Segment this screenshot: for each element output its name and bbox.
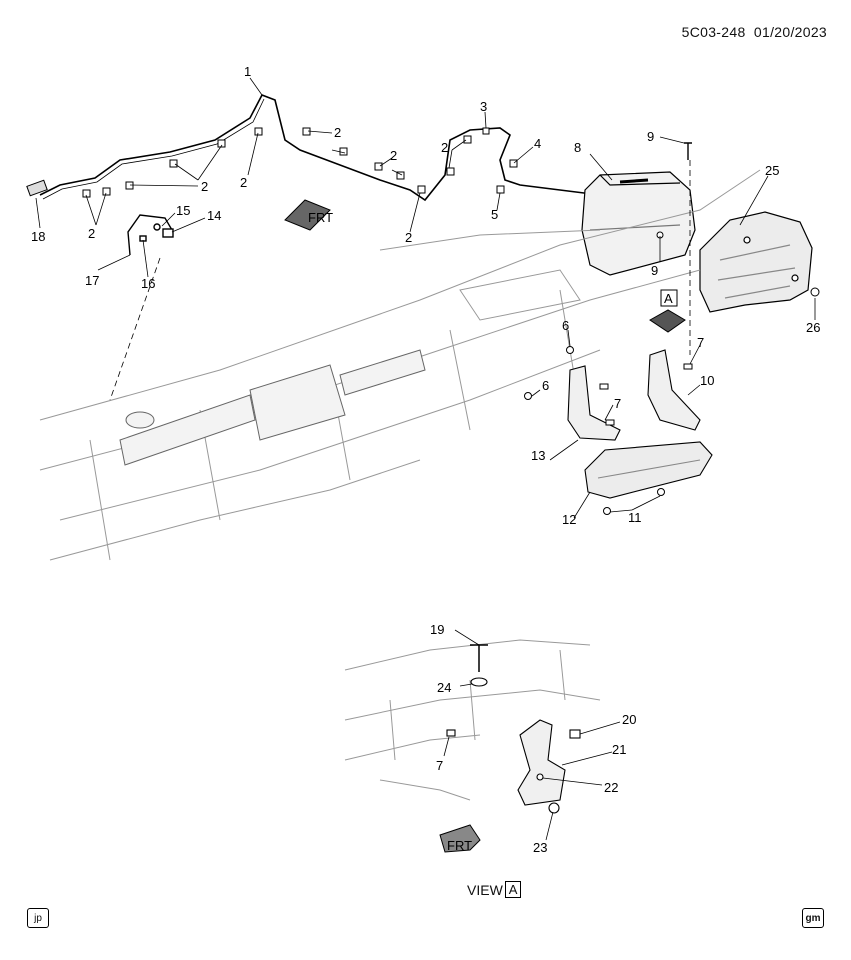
callout-numbers: 1 2 2 2 2 2 2 2 3 4 5 6 6 7 7 7 8 9 9 10… [31,64,820,855]
callout-5: 5 [491,207,498,222]
callout-23: 23 [533,840,547,855]
view-a-marker: A [664,291,673,306]
callout-14: 14 [207,208,221,223]
skid-fasteners [524,346,693,515]
heat-shield [699,211,813,313]
callout-7b: 7 [614,396,621,411]
front-direction-arrow: FRT [284,199,333,231]
front-arrow-label: FRT [308,210,333,225]
tank-fasteners [656,142,820,297]
exhaust-system [119,349,426,466]
callout-17: 17 [85,273,99,288]
skid-bracket-left [567,365,621,441]
callout-18: 18 [31,229,45,244]
callout-19: 19 [430,622,444,637]
view-caption-text: VIEW [467,881,503,898]
callout-7a: 7 [697,335,704,350]
view-caption-ref: A [504,881,522,898]
callout-8: 8 [574,140,581,155]
callout-24: 24 [437,680,451,695]
callout-9b: 9 [651,263,658,278]
view-a-arrow: A [649,289,686,333]
view-a-caption: VIEW A [467,881,522,898]
line-connector [26,179,48,197]
callout-20: 20 [622,712,636,727]
def-line-assembly [39,93,601,202]
callout-2b: 2 [390,148,397,163]
callout-6a: 6 [562,318,569,333]
callout-10: 10 [700,373,714,388]
doc-number: 5C03-248 [681,24,746,40]
view-a-detail: FRT [344,639,601,853]
vehicle-frame [39,169,761,561]
callout-26: 26 [806,320,820,335]
callout-16: 16 [141,276,155,291]
callout-2c: 2 [201,179,208,194]
callout-13: 13 [531,448,545,463]
callout-4: 4 [534,136,541,151]
callout-21: 21 [612,742,626,757]
doc-date: 01/20/2023 [753,24,827,40]
diagram-id: 5C03-248 01/20/2023 [682,24,827,40]
line-clips [82,127,518,198]
sensor-bracket [127,214,174,256]
view-a-front-arrow: FRT [439,824,481,853]
callout-25: 25 [765,163,779,178]
callout-6b: 6 [542,378,549,393]
skid-plate [584,441,713,499]
view-a-bracket [517,719,566,806]
gm-logo-badge: gm [802,908,824,928]
callout-2a: 2 [334,125,341,140]
def-tank [581,171,696,276]
callout-15: 15 [176,203,190,218]
callout-22: 22 [604,780,618,795]
skid-bracket-right [647,349,701,431]
jp-badge: jp [27,908,49,928]
callout-3: 3 [480,99,487,114]
callout-9a: 9 [647,129,654,144]
callout-2f: 2 [441,140,448,155]
callout-12: 12 [562,512,576,527]
callout-7c: 7 [436,758,443,773]
view-a-front-label: FRT [447,838,472,853]
callout-2e: 2 [405,230,412,245]
callout-1: 1 [244,64,251,79]
callout-2d: 2 [240,175,247,190]
callout-2g: 2 [88,226,95,241]
leader-lines [35,77,816,841]
callout-11: 11 [628,510,642,525]
